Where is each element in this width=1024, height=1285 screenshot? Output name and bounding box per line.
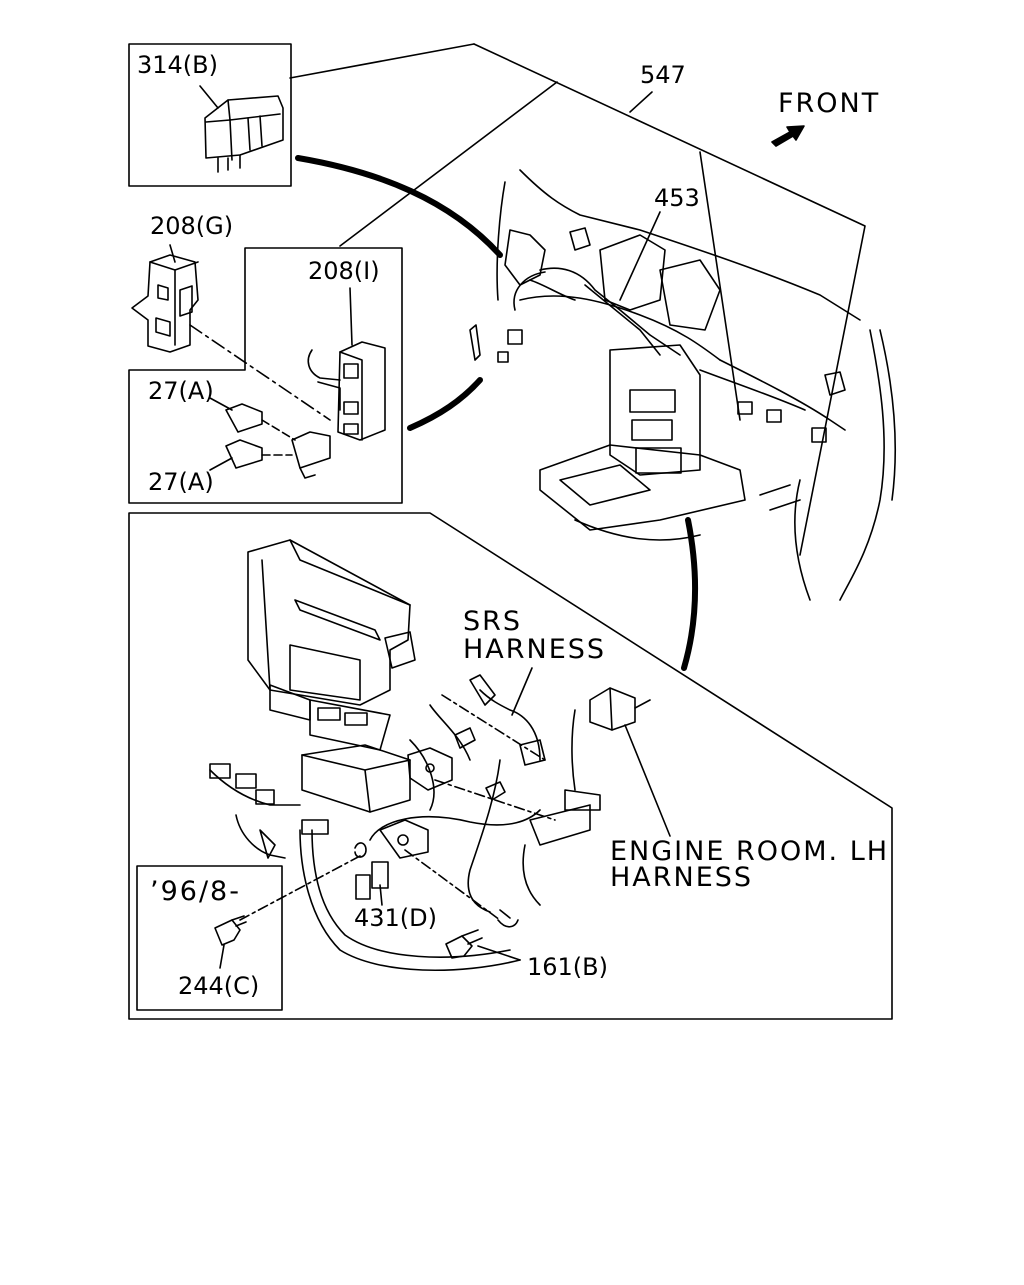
dash-208g-link [189,324,331,421]
label-161b: 161(B) [527,953,608,981]
labels: 547 FRONT 453 314(B) 208(G) 208(I) 27(A)… [137,51,889,1000]
label-srs: SRS [463,606,522,637]
relay-208g [131,244,199,353]
dashboard-assembly [289,43,897,601]
label-27a-bottom: 27(A) [148,468,214,496]
label-244c: 244(C) [178,972,259,1000]
label-engine-room: ENGINE ROOM. LH [610,836,889,867]
label-engine-harness: HARNESS [610,862,753,893]
label-srs-harness: HARNESS [463,634,606,665]
callout-box-lower [128,512,893,1020]
leader-lines-top [339,81,741,421]
callout-arcs [295,155,699,671]
leader-lines-lower [239,667,671,961]
front-arrow-icon [771,125,805,147]
callout-box-208i [128,247,403,504]
label-date-code: ’96/8- [150,876,241,907]
label-208i: 208(I) [308,257,380,285]
label-431d: 431(D) [354,904,437,932]
label-314b: 314(B) [137,51,218,79]
bolt-161b [445,929,483,959]
console-unit [247,539,416,813]
label-453: 453 [654,184,700,212]
harness-wiring [209,674,651,972]
label-front: FRONT [778,88,880,119]
label-27a-top: 27(A) [148,377,214,405]
label-208g: 208(G) [150,212,233,240]
callout-box-314b [128,43,292,187]
callout-box-96-8 [136,865,283,1011]
label-547: 547 [640,61,686,89]
